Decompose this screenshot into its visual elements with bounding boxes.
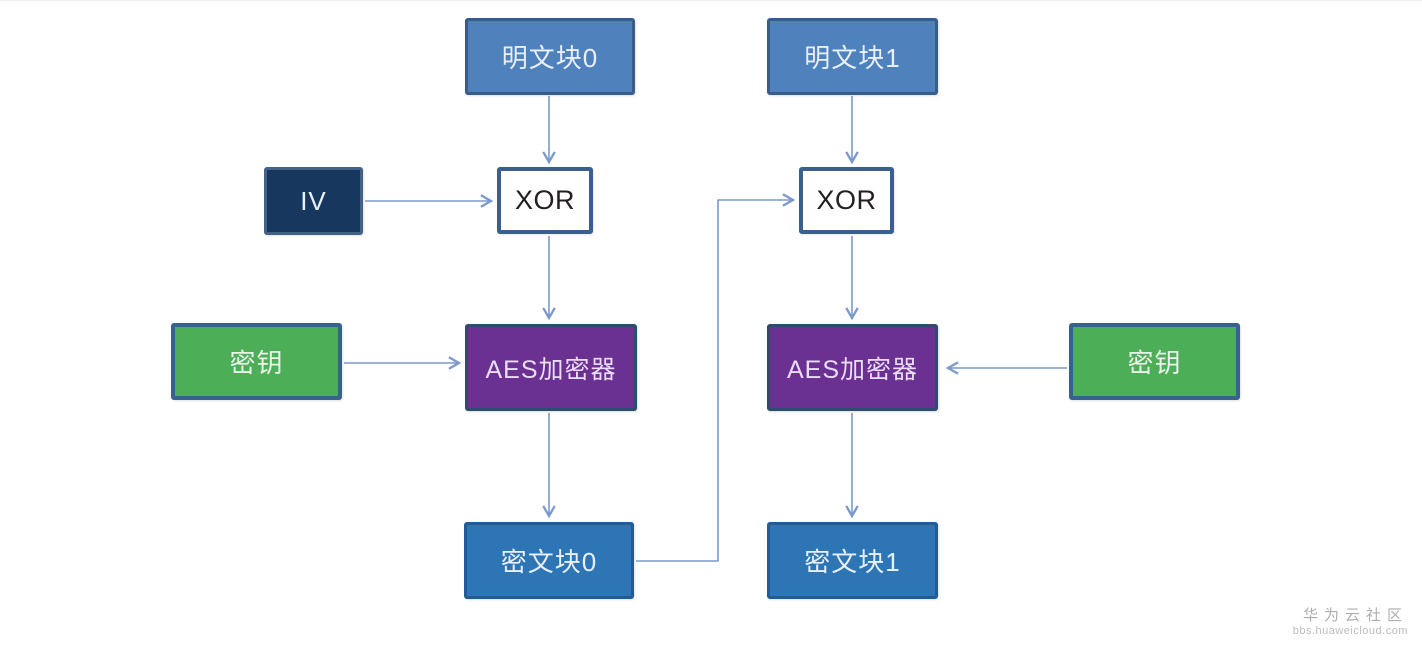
node-xor-1: XOR (799, 167, 894, 234)
node-aes-encryptor-1: AES加密器 (767, 324, 938, 411)
node-label: 密钥 (1127, 348, 1182, 378)
node-key-right: 密钥 (1069, 323, 1240, 400)
node-key-left: 密钥 (171, 323, 342, 400)
watermark: 华为云社区 bbs.huaweicloud.com (1293, 607, 1408, 640)
node-label: 密钥 (229, 348, 284, 378)
node-label: XOR (514, 185, 575, 215)
node-label: 密文块1 (804, 547, 901, 577)
node-label: AES加密器 (485, 355, 617, 384)
node-ciphertext-block-1: 密文块1 (767, 522, 938, 599)
node-label: 明文块0 (501, 43, 599, 73)
node-label: IV (300, 185, 327, 216)
node-aes-encryptor-0: AES加密器 (465, 324, 637, 411)
node-ciphertext-block-0: 密文块0 (464, 522, 634, 599)
node-plaintext-block-0: 明文块0 (465, 18, 635, 95)
node-label: 密文块0 (500, 547, 598, 577)
watermark-url: bbs.huaweicloud.com (1292, 625, 1408, 638)
node-plaintext-block-1: 明文块1 (767, 18, 938, 95)
node-iv: IV (264, 167, 363, 235)
node-label: AES加密器 (786, 355, 919, 384)
node-label: XOR (816, 185, 877, 215)
watermark-site-name: 华为云社区 (1302, 606, 1408, 624)
node-xor-0: XOR (497, 167, 593, 234)
node-label: 明文块1 (804, 43, 901, 73)
